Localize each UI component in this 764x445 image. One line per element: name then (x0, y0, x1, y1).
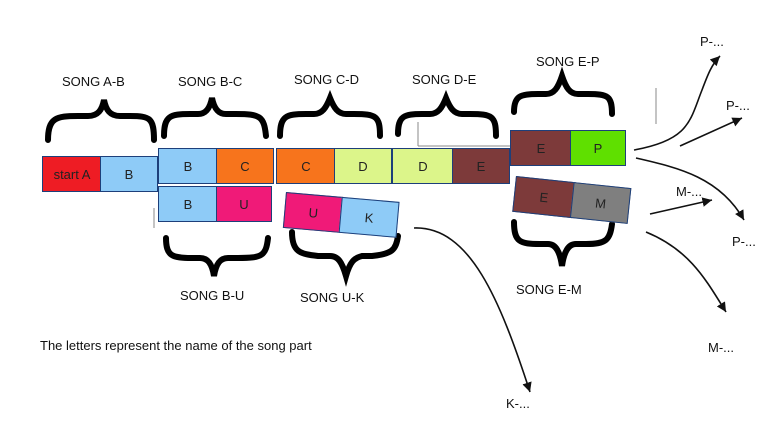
arrow-to-k (413, 227, 532, 393)
label-song-de: SONG D-E (412, 72, 477, 87)
arrow-to-m2 (645, 231, 727, 313)
branch-label-p: P-... (732, 234, 756, 249)
branch-label-m: M-... (708, 340, 734, 355)
branch-label-m: M-... (676, 184, 702, 199)
block-c: C (216, 148, 274, 184)
block-k: K (338, 196, 400, 238)
arrow-to-p3 (635, 157, 745, 221)
arrow-to-m1 (649, 197, 713, 215)
block-b: B (158, 148, 218, 184)
branch-label-p: P-... (700, 34, 724, 49)
block-m: M (569, 182, 632, 224)
block-b: B (100, 156, 158, 192)
brace-bc (161, 97, 269, 139)
brace-de (395, 89, 499, 139)
block-e: E (510, 130, 572, 166)
block-u: U (282, 192, 344, 233)
brace-cd (277, 89, 383, 139)
label-song-ep: SONG E-P (536, 54, 600, 69)
brace-uk (289, 229, 401, 287)
block-e: E (452, 148, 510, 184)
label-song-bu: SONG B-U (180, 288, 245, 303)
label-song-cd: SONG C-D (294, 72, 359, 87)
block-d: D (334, 148, 392, 184)
brace-ep (511, 66, 615, 117)
block-p: P (570, 130, 626, 166)
brace-bu (163, 235, 271, 277)
brace-em (511, 219, 615, 267)
label-song-bc: SONG B-C (178, 74, 243, 89)
block-b: B (158, 186, 218, 222)
brace-ab (45, 99, 157, 143)
arrow-to-p2 (679, 117, 743, 147)
block-e: E (512, 176, 576, 219)
block-d: D (392, 148, 454, 184)
branch-label-k: K-... (506, 396, 530, 411)
block-start-a: start A (42, 156, 102, 192)
label-song-ab: SONG A-B (62, 74, 125, 89)
block-c: C (276, 148, 336, 184)
explanation-note: The letters represent the name of the so… (40, 338, 312, 353)
branch-label-p: P-... (726, 98, 750, 113)
label-song-uk: SONG U-K (300, 290, 365, 305)
arrow-to-p1 (633, 55, 721, 151)
block-u: U (216, 186, 272, 222)
label-song-em: SONG E-M (516, 282, 582, 297)
